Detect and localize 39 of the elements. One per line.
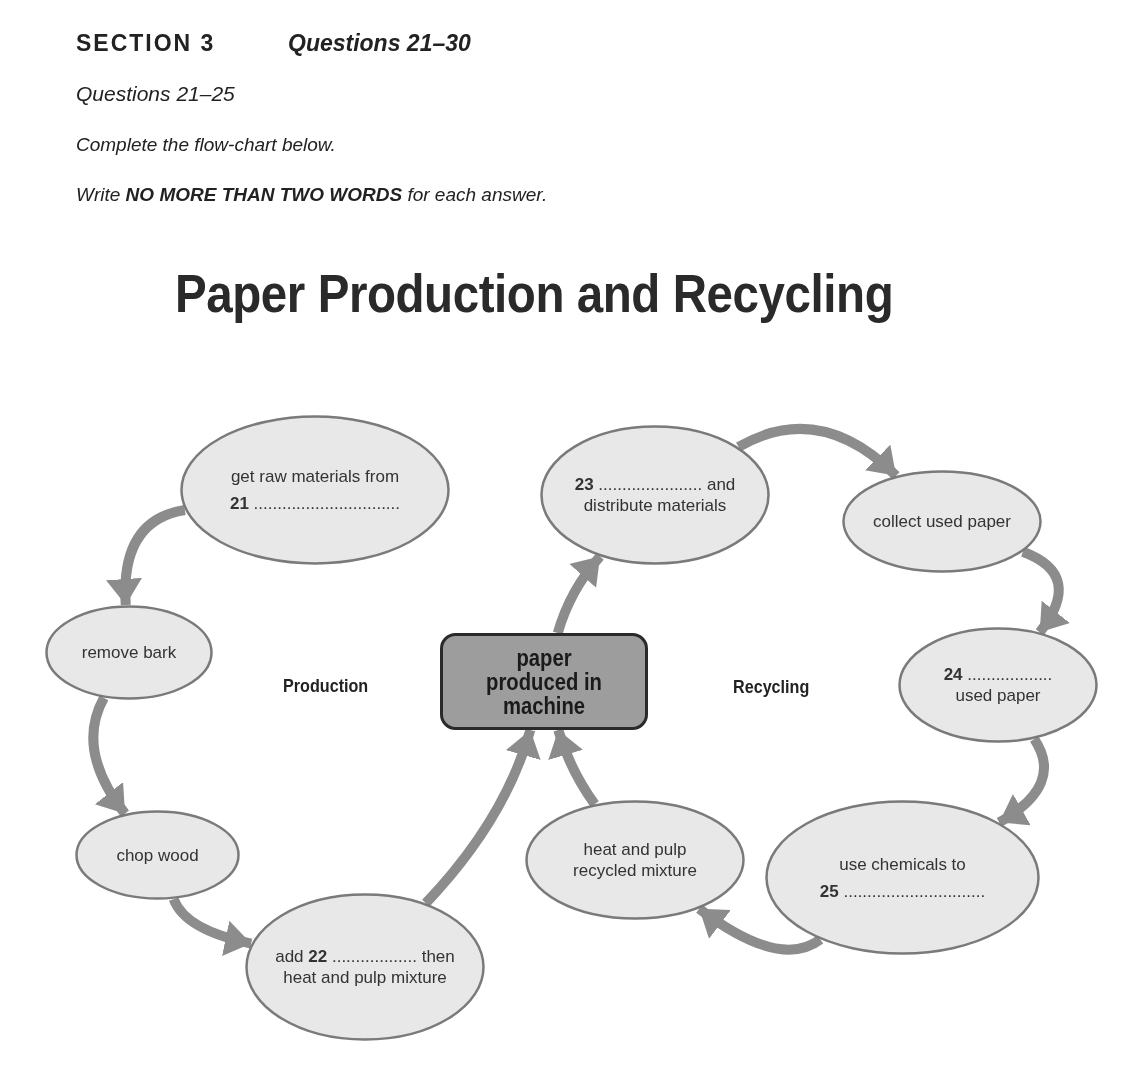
- step-text: remove bark: [81, 642, 177, 663]
- step-text: 24 .................. used paper: [942, 664, 1054, 706]
- diagram-title: Paper Production and Recycling: [175, 262, 894, 324]
- instruction-text: Write NO MORE THAN TWO WORDS for each answer.: [76, 184, 548, 206]
- flow-arrow: [88, 695, 130, 817]
- flow-arrow: [169, 897, 253, 956]
- process-ellipse: [898, 627, 1098, 743]
- step-text: get raw materials from: [230, 466, 400, 487]
- process-ellipse: [540, 425, 770, 565]
- flow-arrow: [106, 505, 186, 606]
- process-ellipse: [245, 893, 485, 1041]
- step-text: 21 ...............................: [229, 493, 401, 514]
- process-ellipse: [180, 415, 450, 565]
- flow-arrow: [696, 904, 823, 955]
- section-label: Production: [283, 675, 369, 697]
- step-text: collect used paper: [873, 511, 1011, 532]
- step-text: heat and pulp recycled mixture: [572, 839, 698, 881]
- flow-arrow: [422, 728, 540, 907]
- flow-arrow: [736, 424, 900, 480]
- instruction-text: Complete the flow-chart below.: [76, 134, 336, 156]
- step-text: chop wood: [116, 844, 199, 866]
- process-ellipse: [525, 800, 745, 920]
- step-text: 23 ...................... and distribute materials: [573, 474, 737, 516]
- box-label: paper produced in machine: [485, 645, 603, 718]
- step-text: use chemicals to: [839, 853, 966, 875]
- process-ellipse: [75, 810, 240, 900]
- process-ellipse: [45, 605, 213, 700]
- section-heading: SECTION 3: [76, 30, 216, 57]
- question-range: Questions 21–25: [76, 82, 235, 106]
- flow-arrow: [553, 553, 604, 635]
- process-ellipse: [842, 470, 1042, 573]
- step-text: add 22 .................. then heat and pulp mixture: [274, 946, 456, 988]
- section-label: Recycling: [733, 676, 810, 698]
- process-box: [440, 633, 648, 730]
- step-text: 25 ..............................: [819, 880, 986, 902]
- flow-arrow: [548, 728, 599, 808]
- question-range: Questions 21–30: [288, 30, 471, 57]
- process-ellipse: [765, 800, 1040, 955]
- flow-arrow: [1020, 547, 1070, 636]
